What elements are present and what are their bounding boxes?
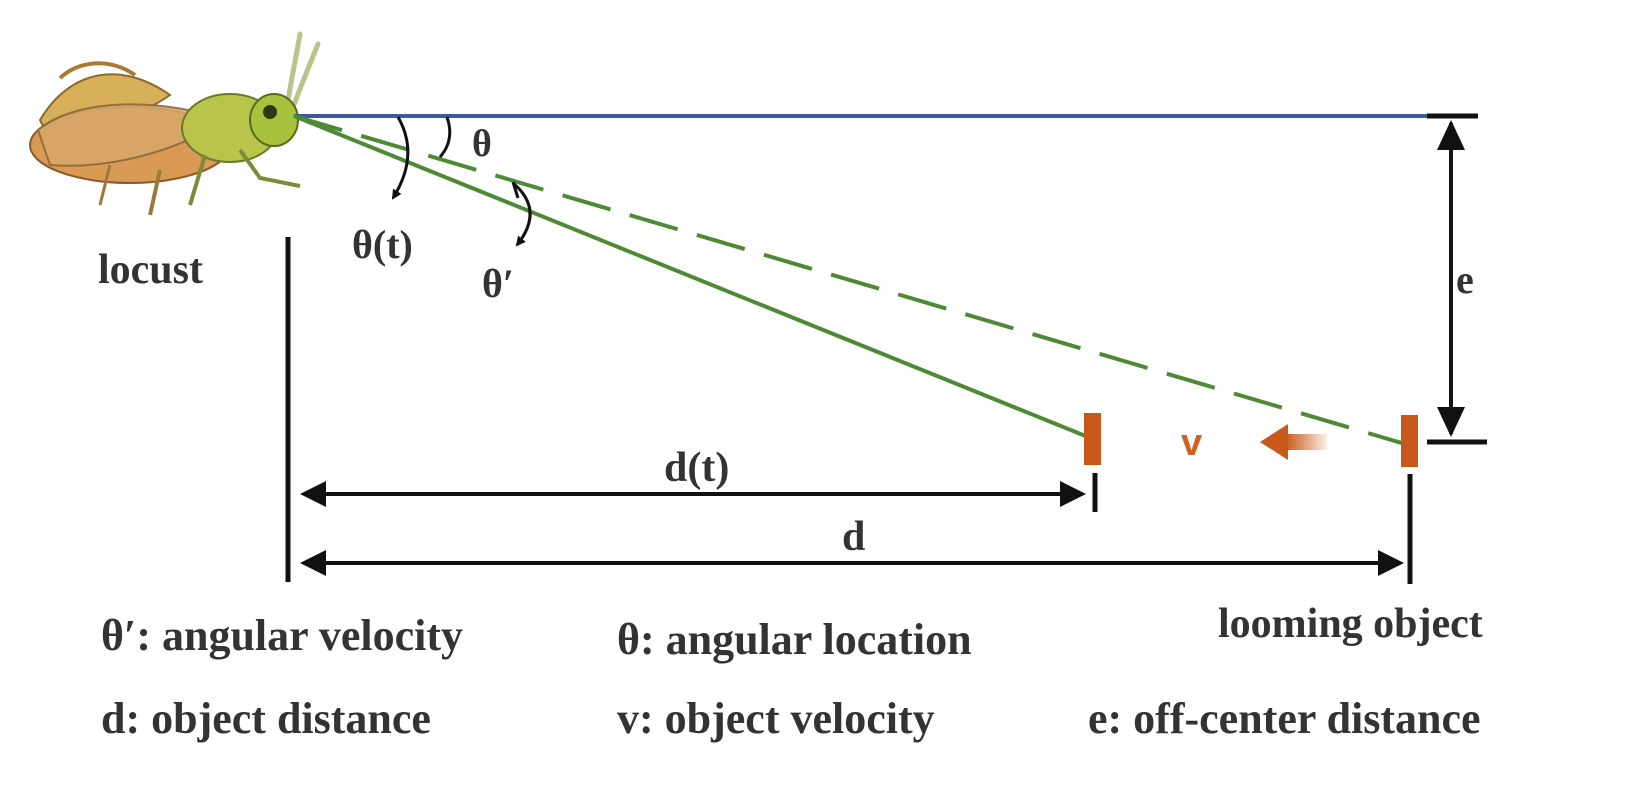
d-label: d [842, 514, 865, 560]
looming-object-label: looming object [1218, 601, 1483, 647]
theta-label: θ [472, 123, 492, 165]
legend: θ′: angular velocity θ: angular location… [101, 611, 1481, 743]
sight-line-initial [293, 114, 1406, 446]
motion-arrow-left-icon [1260, 424, 1327, 460]
locust-icon [29, 31, 321, 216]
theta-prime-label: θ′ [482, 261, 514, 306]
theta-t-arc [391, 116, 410, 200]
theta-t-label: θ(t) [352, 222, 413, 267]
e-label: e [1456, 257, 1474, 302]
object-initial [1401, 415, 1418, 467]
theta-prime-arc [512, 181, 532, 247]
legend-theta-prime: θ′: angular velocity [101, 611, 463, 660]
sight-line-current [293, 114, 1089, 439]
dt-label: d(t) [664, 445, 729, 491]
legend-d: d: object distance [101, 694, 431, 743]
locust-label: locust [98, 247, 203, 293]
legend-e: e: off-center distance [1088, 694, 1481, 743]
velocity-label: v [1181, 422, 1202, 464]
object-current [1084, 413, 1101, 465]
legend-theta: θ: angular location [617, 615, 972, 664]
theta-arc [438, 116, 452, 158]
legend-v: v: object velocity [617, 694, 935, 743]
